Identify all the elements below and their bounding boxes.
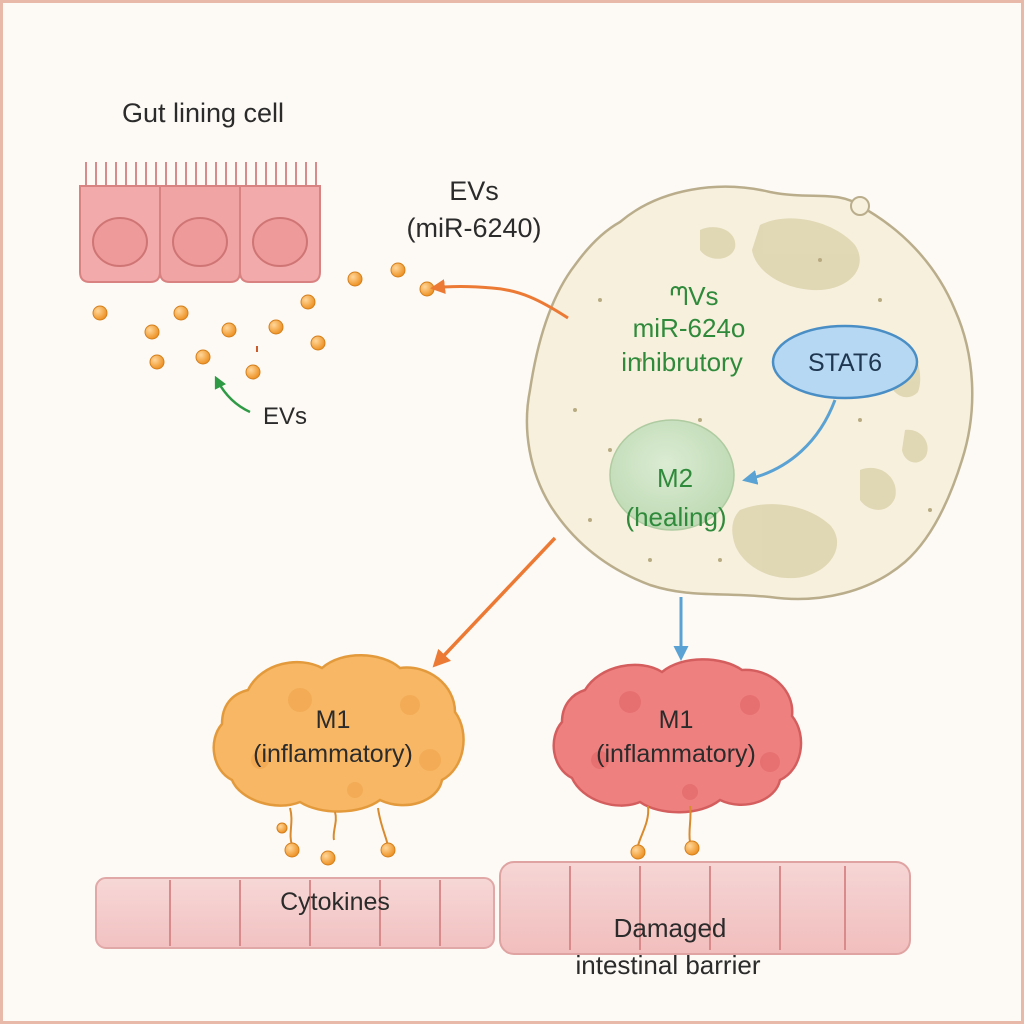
ev-particle (245, 364, 261, 380)
gut-cell-label: Gut lining cell (122, 98, 284, 128)
macrophage-label-line2: miR-624o (633, 313, 746, 343)
ev-particle (92, 305, 108, 321)
cytokine-particle (284, 842, 300, 858)
evs-top-label-line1: EVs (449, 176, 499, 206)
cytokines-label: Cytokines (280, 888, 390, 916)
m1-right-label-line2: (inflammatory) (596, 740, 756, 768)
macrophage-label-line1: ᘉVs (669, 281, 718, 311)
ev-particle (221, 322, 237, 338)
m2-label-line1: M2 (657, 463, 693, 493)
intestinal-barrier (95, 861, 911, 955)
m1-left-label-line2: (inflammatory) (253, 740, 413, 768)
m1-right-cytokine-tails (637, 805, 692, 847)
evs-top-label-line2: (miR-6240) (406, 213, 541, 243)
m1-right-cytokines (630, 840, 700, 860)
barrier-right-segment (499, 861, 911, 955)
ev-particle (195, 349, 211, 365)
m1-left-blotches (251, 688, 441, 798)
ev-particle (173, 305, 189, 321)
macrophage-label-line3: inhibrutory (621, 347, 742, 377)
gut-cell-nucleus-1 (92, 217, 148, 267)
stat6-badge (771, 324, 919, 400)
ev-particle (268, 319, 284, 335)
ev-particle (390, 262, 406, 278)
gut-lining-cells (79, 162, 321, 283)
cytokine-particle (630, 844, 646, 860)
ev-particle (144, 324, 160, 340)
m1-left-body (212, 654, 465, 813)
stat6-to-m2-arrow (742, 399, 837, 485)
m1-left-cytokines (276, 822, 396, 866)
ev-particle (347, 271, 363, 287)
barrier-cell-dividers (169, 866, 846, 950)
ev-particle (300, 294, 316, 310)
cytokine-particle (320, 850, 336, 866)
macrophage-granules (700, 218, 928, 579)
cytokine-particle (380, 842, 396, 858)
stat6-label: STAT6 (808, 349, 882, 377)
gut-cell-nucleus-3 (252, 217, 308, 267)
gut-cell-nucleus-2 (172, 217, 228, 267)
macrophage-to-evs-arrow (430, 279, 569, 320)
cytokine-particle (684, 840, 700, 856)
m1-left-cytokine-tails (289, 807, 389, 847)
macrophage-to-m1-left-arrow (432, 536, 557, 668)
cytokine-particle (276, 822, 288, 834)
barrier-label-line1: Damaged (614, 913, 727, 943)
m1-right-label-line1: M1 (659, 706, 694, 734)
m1-right-blotches (591, 691, 780, 800)
barrier-label-line2: intestinal barrier (576, 950, 761, 980)
barrier-left-segment (95, 877, 495, 949)
m2-label-line2: (healing) (625, 502, 726, 532)
m1-left-label-line1: M1 (316, 706, 351, 734)
macrophage-pseudopod (850, 196, 870, 216)
macrophage-dots (573, 258, 932, 562)
m1-right-cell (552, 658, 803, 860)
m1-left-cell (212, 654, 465, 866)
ev-particle (310, 335, 326, 351)
microvilli (85, 162, 317, 186)
ev-particle (419, 281, 435, 297)
macrophage-cell (525, 185, 974, 601)
m2-nucleus (609, 419, 735, 531)
ev-particle (149, 354, 165, 370)
m1-right-body (552, 658, 803, 814)
evs-green-curve-arrow (214, 375, 251, 414)
evs-small-label: EVs (263, 403, 307, 430)
